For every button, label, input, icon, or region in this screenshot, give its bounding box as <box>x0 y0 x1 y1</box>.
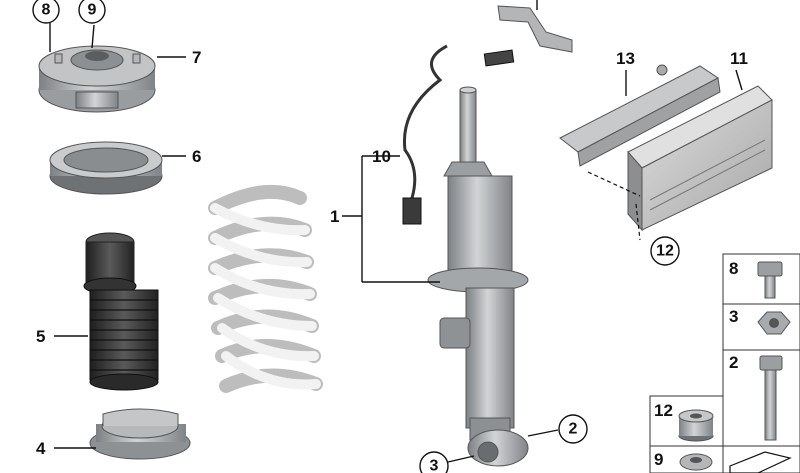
callout-2: 2 <box>558 414 588 444</box>
nut-3-icon <box>757 311 791 335</box>
label-6: 6 <box>192 147 201 166</box>
control-unit <box>627 85 773 232</box>
label-1: 1 <box>330 207 339 226</box>
svg-text:3: 3 <box>430 458 439 473</box>
callout-9: 9 <box>78 0 106 24</box>
support-ring <box>49 141 163 195</box>
callout-3: 3 <box>419 451 449 473</box>
legend-9: 9 <box>654 450 663 469</box>
bump-stop-boot <box>83 232 159 391</box>
control-unit-bracket <box>559 64 721 167</box>
bolt-2-icon <box>759 355 783 441</box>
svg-text:2: 2 <box>569 421 578 438</box>
label-4: 4 <box>36 439 46 458</box>
legend-3: 3 <box>729 307 738 326</box>
svg-text:8: 8 <box>42 2 51 19</box>
svg-text:12: 12 <box>656 243 674 260</box>
legend-8: 8 <box>729 259 738 278</box>
strut-assembly <box>402 0 573 467</box>
callout-12: 12 <box>650 236 680 266</box>
spring-pad <box>89 408 191 460</box>
svg-text:9: 9 <box>88 2 97 19</box>
nut-12-icon <box>678 409 714 442</box>
legend-2: 2 <box>729 353 738 372</box>
label-11: 11 <box>730 49 748 68</box>
bolt-8-icon <box>757 261 783 299</box>
nut-9-icon <box>679 453 713 471</box>
callout-8: 8 <box>32 0 60 24</box>
tool-arrow-icon <box>729 451 792 473</box>
label-5: 5 <box>36 327 45 346</box>
hardware-legend: 8 3 2 12 9 <box>649 253 800 473</box>
top-mount <box>38 45 156 113</box>
label-13: 13 <box>616 49 635 68</box>
legend-12: 12 <box>654 401 673 420</box>
label-10: 10 <box>372 147 391 166</box>
label-7: 7 <box>192 48 201 67</box>
coil-spring <box>208 184 323 393</box>
